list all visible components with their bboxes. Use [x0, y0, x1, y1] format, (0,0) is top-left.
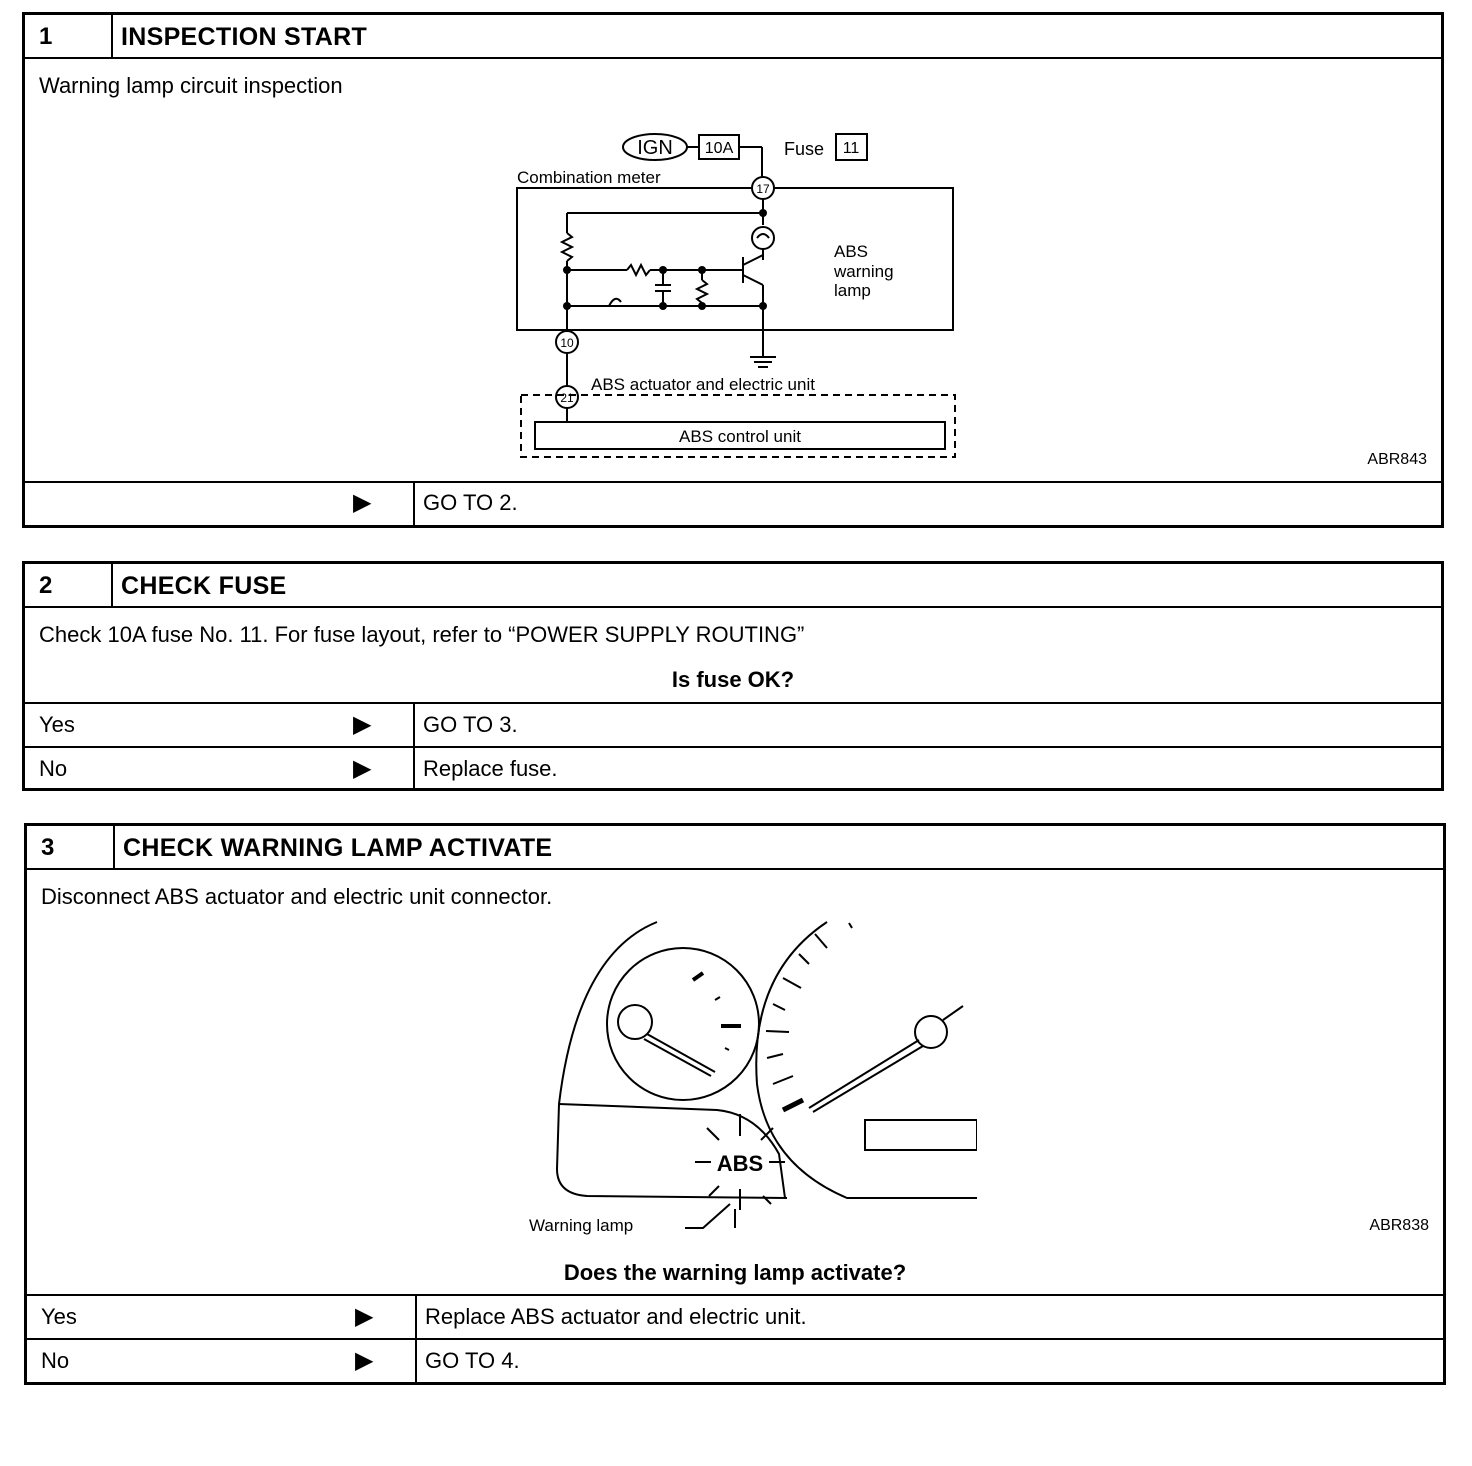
step-title: INSPECTION START [121, 23, 368, 51]
arrow-icon: ▶ [353, 711, 372, 738]
step-instruction: Warning lamp circuit inspection [39, 73, 343, 98]
result-row: ▶ GO TO 2. [25, 481, 1441, 525]
result-row-yes: Yes ▶ Replace ABS actuator and electric … [27, 1294, 1443, 1338]
result-condition-cell: No ▶ [27, 1340, 417, 1382]
terminal-10-label: 10 [560, 336, 574, 350]
arrow-icon: ▶ [353, 489, 372, 516]
result-condition-cell: Yes ▶ [25, 704, 415, 746]
result-condition-cell: Yes ▶ [27, 1296, 417, 1338]
result-condition-cell: No ▶ [25, 748, 415, 790]
step-title: CHECK FUSE [121, 572, 287, 600]
arrow-icon: ▶ [353, 755, 372, 782]
abs-lamp-label-line3: lamp [834, 281, 871, 300]
result-action: Replace ABS actuator and electric unit. [425, 1304, 807, 1329]
step-question: Is fuse OK? [671, 667, 795, 692]
fuse-rating-label: 10A [705, 140, 734, 157]
step-number: 2 [25, 564, 113, 606]
fuse-label: Fuse [784, 139, 824, 159]
step-instruction: Check 10A fuse No. 11. For fuse layout, … [39, 622, 805, 647]
control-unit-label: ABS control unit [679, 427, 801, 446]
result-action: GO TO 2. [423, 490, 518, 515]
step-number: 1 [25, 15, 113, 57]
step-3-header: 3 CHECK WARNING LAMP ACTIVATE [27, 826, 1443, 870]
result-condition: No [39, 756, 68, 781]
figure-code: ABR843 [1367, 451, 1427, 468]
result-action: GO TO 3. [423, 712, 518, 737]
step-question: Does the warning lamp activate? [563, 1260, 907, 1285]
step-2-panel: 2 CHECK FUSE Check 10A fuse No. 11. For … [22, 561, 1444, 791]
abs-lamp-label-line1: ABS [834, 242, 868, 261]
step-1-panel: 1 INSPECTION START Warning lamp circuit … [22, 12, 1444, 528]
result-action: Replace fuse. [423, 756, 558, 781]
figure-code: ABR838 [1369, 1217, 1429, 1234]
result-action: GO TO 4. [425, 1348, 520, 1373]
terminal-21-label: 21 [560, 391, 574, 405]
warning-lamp-circuit-diagram: IGN 10A Fuse 11 Combination meter 17 10 … [516, 133, 956, 458]
step-number: 3 [27, 826, 115, 868]
combination-meter-label: Combination meter [517, 168, 661, 187]
result-condition: No [41, 1348, 70, 1373]
step-1-header: 1 INSPECTION START [25, 15, 1441, 59]
step-instruction: Disconnect ABS actuator and electric uni… [41, 884, 553, 909]
terminal-17-label: 17 [756, 182, 770, 196]
result-condition: Yes [41, 1304, 77, 1329]
actuator-label: ABS actuator and electric unit [591, 375, 815, 394]
result-condition-cell: ▶ [25, 483, 415, 525]
step-title: CHECK WARNING LAMP ACTIVATE [123, 834, 553, 862]
step-3-panel: 3 CHECK WARNING LAMP ACTIVATE Disconnect… [24, 823, 1446, 1385]
abs-lamp-label-line2: warning [833, 262, 894, 281]
result-condition: Yes [39, 712, 75, 737]
ign-label: IGN [637, 137, 673, 159]
warning-lamp-callout: Warning lamp [529, 1216, 634, 1235]
fuse-number-label: 11 [843, 140, 860, 157]
arrow-icon: ▶ [355, 1347, 374, 1374]
step-2-header: 2 CHECK FUSE [25, 564, 1441, 608]
result-row-yes: Yes ▶ GO TO 3. [25, 702, 1441, 746]
abs-indicator-label: ABS [717, 1151, 763, 1176]
result-row-no: No ▶ GO TO 4. [27, 1338, 1443, 1382]
result-row-no: No ▶ Replace fuse. [25, 746, 1441, 790]
combination-meter-figure: ABS [555, 921, 977, 1229]
arrow-icon: ▶ [355, 1303, 374, 1330]
